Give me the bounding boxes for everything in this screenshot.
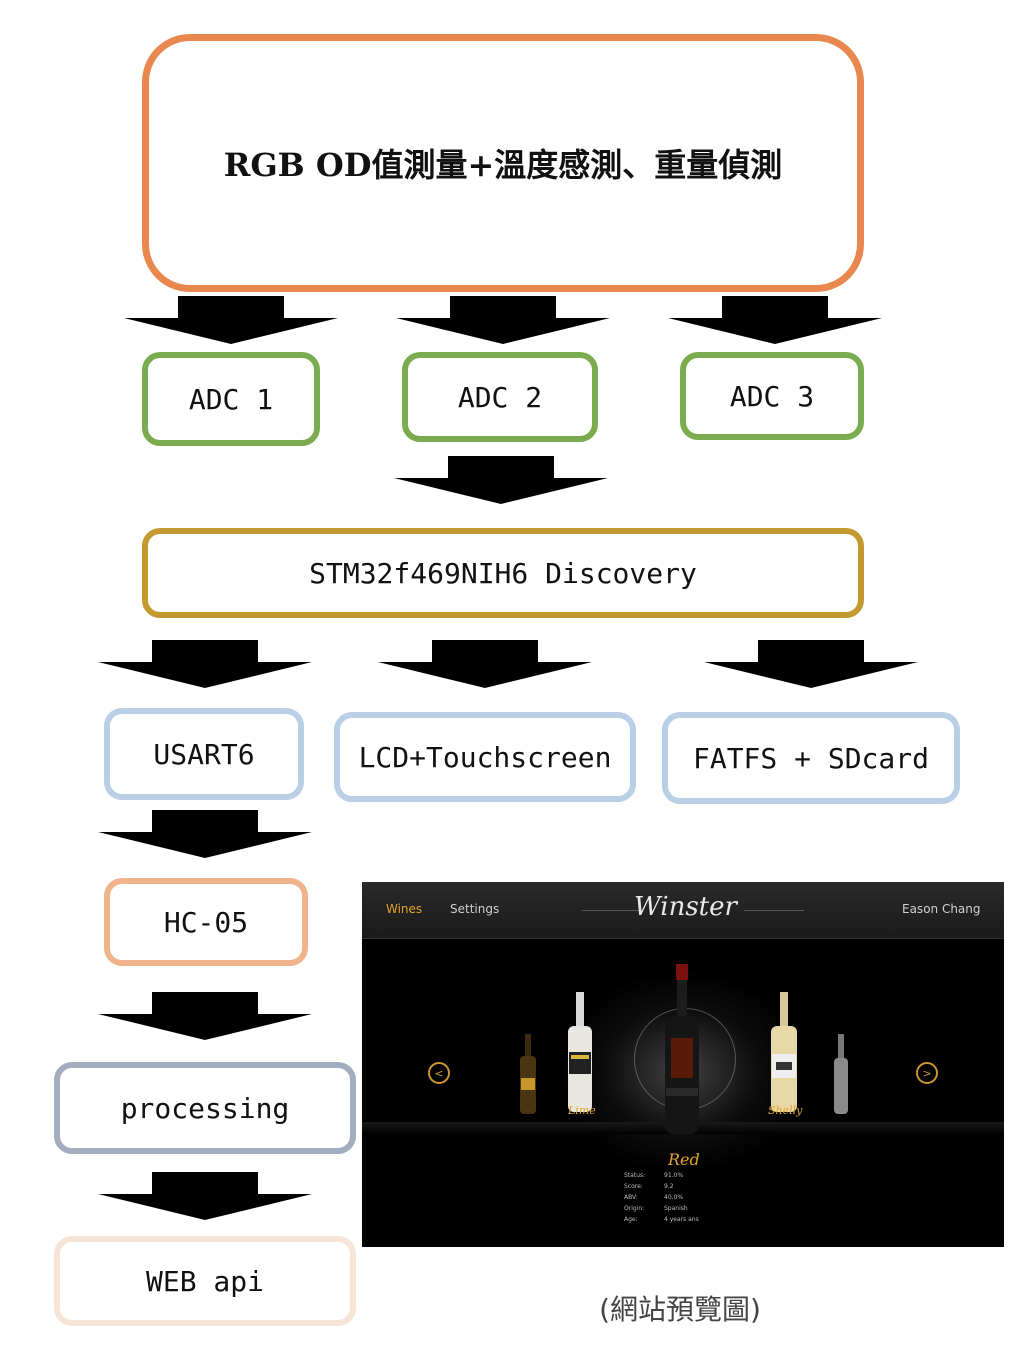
hc05-label: HC-05 — [163, 905, 249, 939]
stat-value: 4 years ans — [664, 1216, 699, 1223]
wine-bottle-lime — [568, 992, 592, 1112]
arrow-top-to-adc2 — [396, 296, 610, 344]
arrow-processing-to-web — [98, 1172, 312, 1220]
wine-name-red: Red — [668, 1150, 700, 1169]
wine-name-lime: Lime — [568, 1104, 596, 1117]
fatfs-sdcard-label: FATFS + SDcard — [692, 741, 929, 775]
adc-3-box: ADC 3 — [680, 352, 864, 440]
processing-box: processing — [54, 1062, 356, 1154]
brand-divider-left — [582, 910, 642, 911]
web-api-box: WEB api — [54, 1236, 356, 1326]
fatfs-sdcard-box: FATFS + SDcard — [662, 712, 960, 804]
nav-wines-link[interactable]: Wines — [386, 902, 423, 916]
top-box: RGB OD值測量+溫度感測、重量偵測 — [142, 34, 864, 292]
brand-divider-right — [744, 910, 804, 911]
wine-bottle-shelly — [771, 992, 797, 1112]
adc-3-label: ADC 3 — [729, 379, 815, 413]
carousel-prev-button[interactable]: < — [428, 1062, 450, 1084]
arrow-mcu-to-fatfs — [704, 640, 918, 688]
stat-value: Spanish — [664, 1205, 688, 1212]
arrow-mcu-to-usart6 — [98, 640, 312, 688]
stat-label: ABV: — [624, 1194, 638, 1201]
stat-label: Origin: — [624, 1205, 645, 1212]
hc05-box: HC-05 — [104, 878, 308, 966]
stat-label: Score: — [624, 1183, 643, 1190]
stat-value: 91.0% — [664, 1172, 684, 1179]
processing-label: processing — [120, 1091, 290, 1125]
nav-user-name[interactable]: Eason Chang — [902, 902, 981, 916]
wine-bottle-far-right — [834, 1034, 848, 1114]
mcu-box: STM32f469NIH6 Discovery — [142, 528, 864, 618]
usart6-box: USART6 — [104, 708, 304, 800]
adc-1-label: ADC 1 — [188, 382, 274, 416]
arrow-top-to-adc1 — [124, 296, 338, 344]
mcu-label: STM32f469NIH6 Discovery — [309, 556, 697, 590]
carousel-next-button[interactable]: > — [916, 1062, 938, 1084]
adc-1-box: ADC 1 — [142, 352, 320, 446]
arrow-mcu-to-lcd — [378, 640, 592, 688]
arrow-top-to-adc3 — [668, 296, 882, 344]
brand-logo: Winster — [634, 892, 737, 922]
wine-bottle-far-left — [520, 1034, 536, 1114]
stat-value: 40.0% — [664, 1194, 684, 1201]
arrow-usart6-to-hc05 — [98, 810, 312, 858]
preview-navbar: Wines Settings Winster Eason Chang — [362, 882, 1004, 939]
arrow-adc-to-mcu — [394, 456, 608, 504]
web-api-label: WEB api — [145, 1264, 264, 1298]
preview-caption: (網站預覽圖) — [599, 1293, 761, 1326]
lcd-touchscreen-label: LCD+Touchscreen — [358, 740, 612, 774]
stat-value: 9.2 — [664, 1183, 674, 1190]
nav-settings-link[interactable]: Settings — [450, 902, 500, 916]
arrow-hc05-to-processing — [98, 992, 312, 1040]
top-box-label: RGB OD值測量+溫度感測、重量偵測 — [223, 146, 783, 184]
adc-2-box: ADC 2 — [402, 352, 598, 442]
stat-label: Age: — [624, 1216, 638, 1223]
website-preview: Wines Settings Winster Eason Chang < > L… — [362, 882, 1004, 1247]
adc-2-label: ADC 2 — [457, 380, 543, 414]
usart6-label: USART6 — [153, 737, 255, 771]
stat-label: Status: — [624, 1172, 646, 1179]
wine-bottle-red — [665, 964, 699, 1134]
wine-name-shelly: Shelly — [768, 1104, 803, 1117]
lcd-touchscreen-box: LCD+Touchscreen — [334, 712, 636, 802]
